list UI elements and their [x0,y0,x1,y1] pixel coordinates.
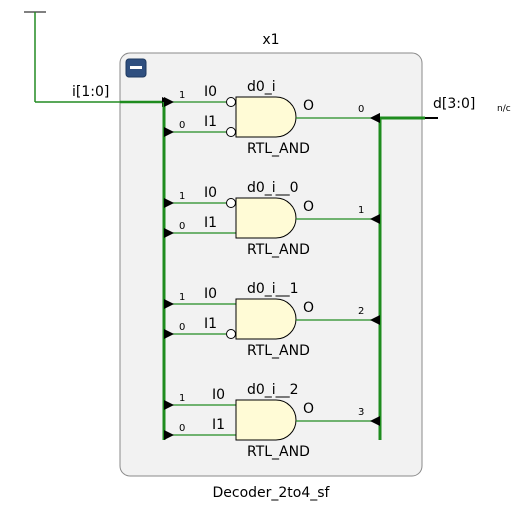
input-port-label: i[1:0] [72,84,109,100]
gate-output-bit: 3 [358,407,364,418]
gate-output-pin-label: O [303,300,314,316]
gate-instance-name: d0_i__0 [247,180,299,196]
gate-type-label: RTL_AND [247,242,310,258]
gate-type-label: RTL_AND [247,343,310,359]
module-box[interactable] [119,52,423,477]
bus-tap-arrow [164,97,174,107]
bus-tap-arrow [370,416,380,426]
gate-instance-name: d0_i__1 [247,281,299,297]
gate-input-bit: 1 [179,90,185,101]
bus-tap-arrow [164,430,174,440]
bus-tap-arrow [164,198,174,208]
collapse-button[interactable] [125,58,147,78]
gate-pin-label: I1 [204,215,217,231]
gate-output-pin-label: O [303,199,314,215]
gate-output-bit: 0 [358,104,364,115]
inversion-bubble [226,97,236,107]
gate-output-bit: 2 [358,306,364,317]
gate-input-bit: 1 [179,191,185,202]
and-gate-body[interactable] [235,298,297,340]
gate-type-label: RTL_AND [247,141,310,157]
bus-tap-arrow [370,214,380,224]
gate-output-pin-label: O [303,401,314,417]
bus-tap-arrow [164,299,174,309]
inversion-bubble [226,329,236,339]
gate-pin-label: I1 [204,114,217,130]
gate-input-bit: 1 [179,393,185,404]
inversion-bubble [226,198,236,208]
bus-tap-arrow [164,127,174,137]
gate-pin-label: I1 [212,417,225,433]
gate-pin-label: I0 [204,84,217,100]
bus-tap-arrow [370,113,380,123]
bus-tap-arrow [164,228,174,238]
minus-icon [130,66,142,69]
inversion-bubble [226,127,236,137]
gate-input-bit: 0 [179,221,185,232]
and-gate-body[interactable] [235,96,297,138]
gate-pin-label: I0 [212,387,225,403]
nc-label: n/c [497,104,511,114]
bus-tap-arrow [164,400,174,410]
module-cell-name: Decoder_2to4_sf [212,485,330,501]
gate-instance-name: d0_i [247,79,276,95]
bus-tap-arrow [370,315,380,325]
and-gate-body[interactable] [235,399,297,441]
gate-output-bit: 1 [358,205,364,216]
gate-pin-label: I0 [204,286,217,302]
gate-input-bit: 0 [179,322,185,333]
bus-tap-arrow [164,329,174,339]
output-port-label: d[3:0] [433,96,475,112]
and-gate-body[interactable] [235,197,297,239]
gate-instance-name: d0_i__2 [247,382,299,398]
gate-input-bit: 0 [179,120,185,131]
module-instance-name: x1 [262,32,279,48]
gate-input-bit: 1 [179,292,185,303]
gate-pin-label: I1 [204,316,217,332]
gate-pin-label: I0 [204,185,217,201]
gate-output-pin-label: O [303,98,314,114]
gate-input-bit: 0 [179,423,185,434]
gate-type-label: RTL_AND [247,444,310,460]
